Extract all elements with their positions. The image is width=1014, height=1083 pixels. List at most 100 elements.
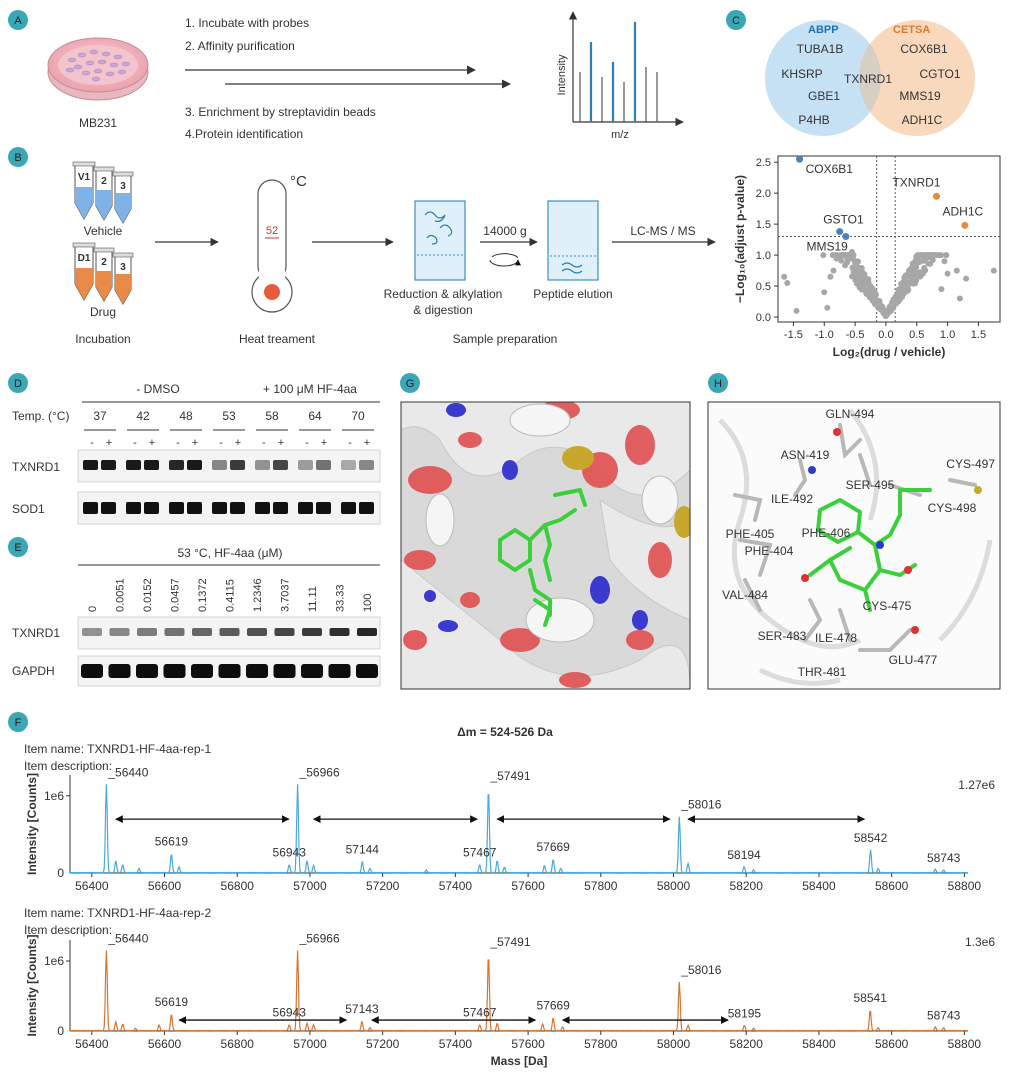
blot-band: [247, 628, 267, 636]
volcano-point: [853, 275, 860, 282]
treatment-sign: -: [176, 437, 180, 449]
blot-band: [329, 628, 350, 636]
group-label-dmso: - DMSO: [136, 382, 179, 396]
volcano-point: [903, 273, 910, 280]
residue-label: PHE-405: [726, 527, 775, 541]
peak-label: _58016: [680, 798, 721, 812]
step-1: 1. Incubate with probes: [185, 16, 309, 30]
volcano-point-label: TXNRD1: [892, 175, 940, 189]
tube-label: 3: [120, 181, 126, 192]
centrifuge-icon: [489, 253, 521, 267]
volcano-point: [850, 268, 857, 275]
volcano-point: [821, 289, 828, 296]
blot-band: [298, 460, 313, 470]
residue-label: ASN-419: [781, 448, 830, 462]
y-tick-label: 0.0: [756, 312, 771, 324]
blot-band: [187, 502, 202, 514]
temperature-label: 53: [222, 409, 236, 423]
volcano-point: [859, 277, 866, 284]
treatment-sign: +: [321, 437, 327, 449]
step-4: 4.Protein identification: [185, 127, 303, 141]
blot-band: [81, 664, 103, 678]
blot-band: [169, 460, 184, 470]
blot-band: [302, 628, 322, 636]
blot-band: [359, 460, 374, 470]
peak-label: 57669: [536, 999, 570, 1013]
x-tick-label: 58200: [730, 1037, 764, 1051]
panel-letter-b: B: [8, 147, 28, 167]
residue-label: SER-495: [846, 478, 895, 492]
volcano-x-label: Log₂(drug / vehicle): [833, 345, 946, 359]
heat-treatment-label: Heat treament: [239, 332, 316, 346]
x-tick-label: 1.5: [971, 329, 986, 341]
volcano-point: [990, 267, 997, 274]
peak-label: _56966: [299, 932, 340, 946]
volcano-point: [922, 252, 929, 259]
x-tick-label: 56800: [221, 879, 255, 893]
volcano-point: [849, 249, 855, 256]
peak-label: 57467: [463, 1006, 497, 1020]
spectrum-x-label: Mass [Da]: [491, 1054, 548, 1068]
concentration-label: 0: [87, 606, 99, 612]
peak-label: 58743: [927, 851, 961, 865]
vehicle-label: Vehicle: [84, 224, 123, 238]
volcano-highlight-point: [932, 192, 940, 200]
tube-label: 2: [101, 176, 107, 187]
panel-a: MB231 1. Incubate with probes 2. Affinit…: [47, 11, 684, 141]
blot-band: [273, 502, 288, 514]
x-tick-label: 58200: [730, 879, 764, 893]
blot-band: [191, 664, 213, 678]
y-tick-label: 0.5: [756, 281, 771, 293]
blot-band: [144, 502, 159, 514]
x-tick-label: 58600: [875, 879, 909, 893]
blot-band: [246, 664, 268, 678]
blot-band: [108, 664, 131, 678]
volcano-point: [837, 252, 844, 259]
spectrum-trace: [70, 950, 969, 1032]
x-tick-label: 58400: [802, 879, 836, 893]
x-tick-label: -0.5: [846, 329, 865, 341]
blot-band: [316, 502, 331, 514]
panel-letter-g: G: [400, 373, 420, 393]
blot-band: [357, 628, 377, 636]
x-tick-label: 58000: [657, 1037, 691, 1051]
tube-label: D1: [78, 253, 91, 264]
blot-band: [356, 664, 378, 678]
residue-label: GLN-494: [826, 407, 875, 421]
volcano-point: [866, 284, 873, 291]
svg-text:F: F: [15, 717, 22, 729]
drug-label: Drug: [90, 305, 116, 319]
venn-right-item: MMS19: [899, 89, 941, 103]
panel-letter-f: F: [8, 712, 28, 732]
y-tick-label: 1e6: [44, 954, 64, 968]
x-tick-label: 57200: [366, 879, 400, 893]
incubation-label: Incubation: [75, 332, 130, 346]
reduction-label-2: & digestion: [413, 303, 472, 317]
concentration-label: 0.4115: [225, 579, 237, 612]
tube-label: 3: [120, 262, 126, 273]
y-tick-label: 1.0: [756, 250, 771, 262]
blot-band: [273, 460, 288, 470]
svg-text:C: C: [732, 15, 740, 27]
x-tick-label: 0.5: [909, 329, 924, 341]
x-tick-label: 57200: [366, 1037, 400, 1051]
concentration-label: 11.11: [307, 586, 319, 612]
concentration-label: 0.0457: [170, 578, 182, 612]
concentration-label: 0.1372: [197, 578, 209, 612]
volcano-point: [918, 252, 925, 259]
panel-letter-e: E: [8, 537, 28, 557]
temperature-labels: 37-+42-+48-+53-+58-+64-+70-+: [84, 409, 374, 449]
peak-label: 57669: [536, 840, 570, 854]
venn-abpp-circle: [765, 20, 881, 136]
residue-label: THR-481: [798, 665, 847, 679]
volcano-point: [898, 294, 905, 301]
venn-abpp-title: ABPP: [808, 24, 839, 36]
blot-band: [341, 502, 356, 514]
volcano-point: [865, 276, 872, 283]
blot-e-row-label: GAPDH: [12, 664, 55, 678]
svg-text:H: H: [714, 378, 722, 390]
volcano-point: [848, 273, 855, 280]
x-tick-label: 56600: [148, 1037, 182, 1051]
rep2-item-name: Item name: TXNRD1-HF-4aa-rep-2: [24, 906, 211, 920]
